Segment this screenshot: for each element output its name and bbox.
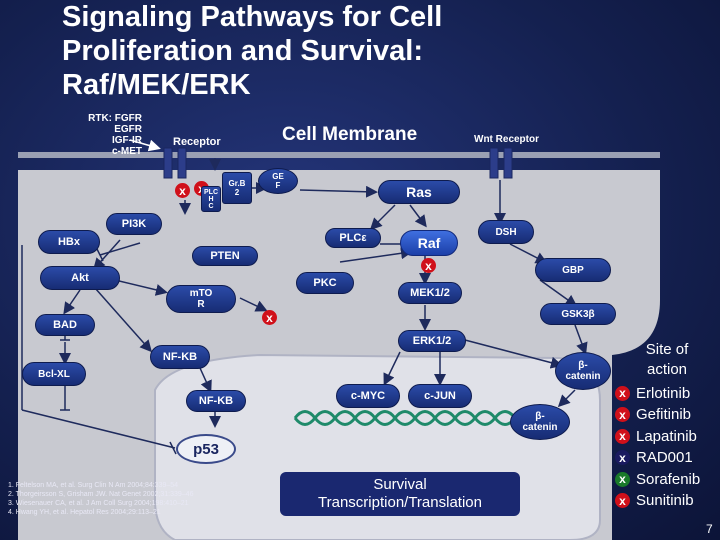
node-plce: PLCε [325,228,381,248]
rtk-igf1r: IGF-IR [112,135,142,146]
legend-drug-label: RAD001 [636,449,693,466]
inhibitor-x-icon: x [615,450,630,465]
node-bad: BAD [35,314,95,336]
inhibitor-x-icon: x [615,428,630,444]
inhibitor-x-raf: x [421,258,436,273]
node-p53: p53 [176,434,236,464]
title-line-2: Proliferation and Survival: [62,35,423,67]
node-akt: Akt [40,266,120,290]
node-gbp: GBP [535,258,611,282]
rtk-list: RTK: FGFR EGFR IGF-IR c-MET [82,113,142,157]
node-nfkb-cytoplasm: NF-KB [150,345,210,369]
node-beta-catenin-nucleus: β- catenin [510,404,570,440]
node-nfkb-nucleus: NF-KB [186,390,246,412]
receptor-shape [163,147,187,179]
legend-drug-label: Sorafenib [636,470,701,488]
rtk-arrow [129,139,161,152]
node-cmyc: c-MYC [336,384,400,408]
legend-item: x Erlotinib [615,383,690,403]
wnt-receptor-shape [489,147,513,179]
legend-title: Site of action [645,341,689,378]
legend-item: x Sunitinib [615,491,694,511]
title-line-3: Raf/MEK/ERK [62,69,251,101]
dna-helix [293,410,517,426]
node-gsk3b: GSK3β [540,303,616,325]
inhibitor-x-icon: x [615,407,630,422]
node-dsh: DSH [478,220,534,244]
legend-drug-label: Gefitinib [636,406,692,423]
node-hbx: HBx [38,230,100,254]
legend-item: x Sorafenib [615,469,700,489]
node-erk: ERK1/2 [398,330,466,352]
node-bclxl: Bcl-XL [22,362,86,386]
node-pi3k: PI3K [106,213,162,235]
node-raf: Raf [400,230,458,256]
receptor-label: Receptor [173,136,221,148]
inhibitor-x-icon: x [615,493,630,508]
rtk-cmet: c-MET [112,146,142,157]
node-mek: MEK1/2 [398,282,462,304]
node-mtor: mTO R [166,285,236,313]
reference-4: 4. Hwang YH, et al. Hepatol Res 2004;29:… [8,509,161,516]
node-grb2: Gr.B 2 [222,172,252,204]
node-ras: Ras [378,180,460,204]
references: 1. Feltelson MA, et al. Surg Clin N Am 2… [8,481,193,517]
legend-drug-label: Sunitinib [636,492,694,509]
reference-2: 2. Thorgeirsson S, Grisham JW. Nat Genet… [8,491,194,498]
inhibitor-x-icon: x [615,471,630,487]
node-plch: PLC H C [201,186,221,212]
inhibitor-x-mtor: x [262,310,277,325]
node-pkc: PKC [296,272,354,294]
rtk-egfr: EGFR [114,124,142,135]
legend-item: x Gefitinib [615,405,691,425]
reference-1: 1. Feltelson MA, et al. Surg Clin N Am 2… [8,482,179,489]
node-cjun: c-JUN [408,384,472,408]
legend-item: x RAD001 [615,448,693,468]
wnt-receptor-label: Wnt Receptor [474,134,539,145]
node-pten: PTEN [192,246,258,266]
rtk-fgfr: RTK: FGFR [88,113,142,124]
node-beta-catenin-cytoplasm: β- catenin [555,352,611,390]
legend-drug-label: Erlotinib [636,384,691,402]
page-number: 7 [706,522,713,536]
legend-drug-label: Lapatinib [636,427,697,445]
cell-membrane-label: Cell Membrane [282,124,418,145]
legend-item: x Lapatinib [615,426,697,446]
survival-transcription-label: Survival Transcription/Translation [280,472,520,516]
inhibitor-x-icon: x [615,385,630,401]
reference-3: 3. Wiesenauer CA, et al. J Am Coll Surg … [8,500,189,507]
inhibitor-x-receptor-1: x [175,183,190,198]
title-line-1: Signaling Pathways for Cell [62,1,443,33]
slide-title: Signaling Pathways for Cell Proliferatio… [62,0,442,102]
node-gef: GE F [258,168,298,194]
